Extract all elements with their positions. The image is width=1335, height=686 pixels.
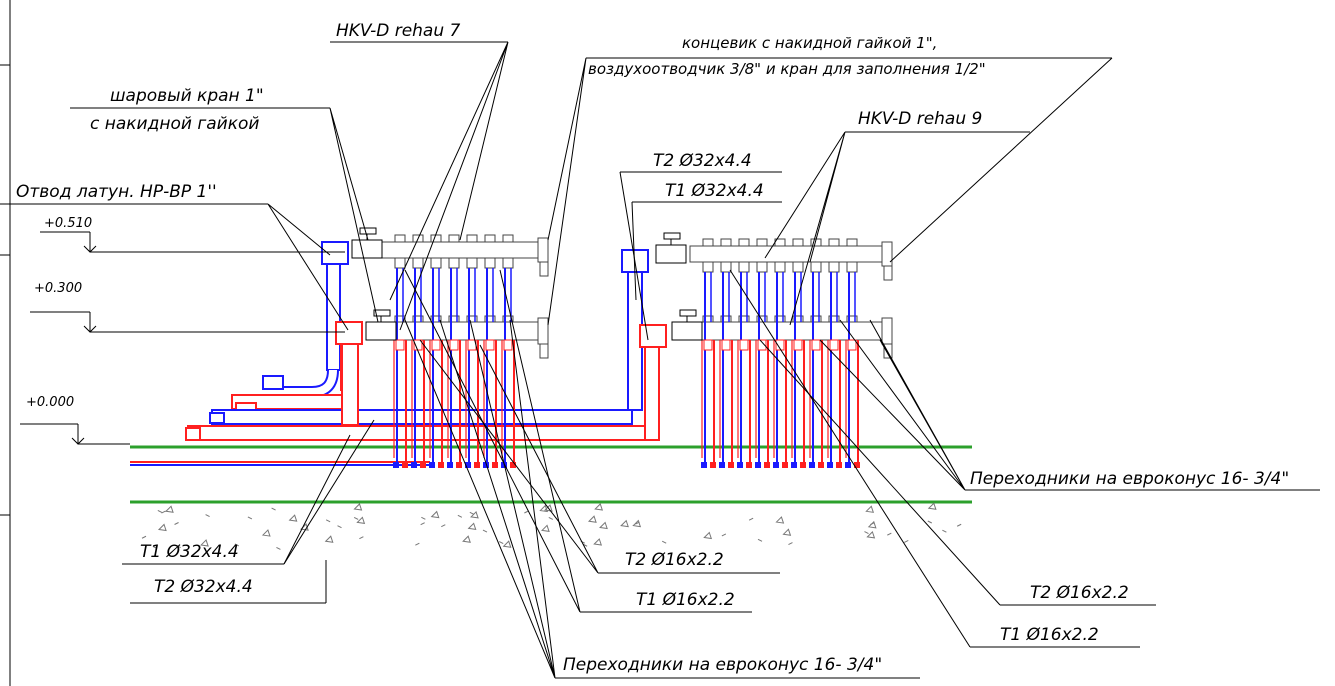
callout-adapters-bottom: Переходники на евроконус 16- 3/4" (404, 319, 920, 679)
label-adapters-bottom: Переходники на евроконус 16- 3/4" (563, 655, 882, 675)
label-endcap-1: концевик с накидной гайкой 1", (682, 34, 937, 52)
label-t1-16-left: Т1 Ø16х2.2 (636, 590, 735, 610)
callout-t2-16-left: Т2 Ø16х2.2 (419, 339, 780, 574)
label-hkv9: HKV-D rehau 9 (858, 109, 982, 129)
ball-valves (351, 227, 703, 341)
callout-adapters-right: Переходники на евроконус 16- 3/4" (819, 319, 1320, 491)
callout-t1-32-top: Т1 Ø32х4.4 (631, 181, 782, 301)
callout-t2-32-bottom: Т2 Ø32х4.4 (130, 434, 351, 604)
label-t1-16-right: Т1 Ø16х2.2 (1000, 625, 1099, 645)
callout-elbow: Отвод латун. НР-ВР 1'' (0, 182, 349, 331)
label-t2-16-left: Т2 Ø16х2.2 (625, 550, 724, 570)
label-elbow: Отвод латун. НР-ВР 1'' (16, 182, 217, 202)
label-endcap-2: воздухоотводчик 3/8" и кран для заполнен… (588, 60, 986, 78)
callout-t1-32-bottom: Т1 Ø32х4.4 (122, 419, 375, 565)
manifold-hkv9 (689, 238, 893, 468)
callout-hkv7: HKV-D rehau 7 (330, 21, 509, 331)
label-t2-32-bottom: Т2 Ø32х4.4 (154, 577, 253, 597)
level-marker-000: +0.000 (20, 395, 130, 445)
callout-hkv9: HKV-D rehau 9 (764, 109, 1030, 326)
level-label-510: +0.510 (44, 216, 92, 231)
callout-t2-16-right: Т2 Ø16х2.2 (759, 339, 1156, 606)
level-label-300: +0.300 (34, 281, 82, 296)
concrete-hatch (141, 502, 962, 550)
label-t2-16-right: Т2 Ø16х2.2 (1030, 583, 1129, 603)
callout-ballvalve: шаровый кран 1" с накидной гайкой (70, 86, 379, 323)
label-hkv7: HKV-D rehau 7 (336, 21, 461, 41)
callout-t1-16-right: Т1 Ø16х2.2 (729, 269, 1140, 648)
level-marker-510: +0.510 (40, 216, 345, 253)
label-ballvalve-1: шаровый кран 1" (110, 86, 264, 106)
level-label-000: +0.000 (26, 395, 74, 410)
callout-endcap: концевик с накидной гайкой 1", воздухоот… (547, 34, 1113, 326)
label-t1-32-top: Т1 Ø32х4.4 (665, 181, 764, 201)
label-t2-32-top: Т2 Ø32х4.4 (653, 151, 752, 171)
label-ballvalve-2: с накидной гайкой (90, 114, 259, 134)
callout-t1-16-left: Т1 Ø16х2.2 (404, 269, 752, 613)
label-t1-32-bottom: Т1 Ø32х4.4 (140, 542, 239, 562)
level-marker-300: +0.300 (30, 281, 345, 333)
label-adapters-right: Переходники на евроконус 16- 3/4" (970, 469, 1289, 489)
